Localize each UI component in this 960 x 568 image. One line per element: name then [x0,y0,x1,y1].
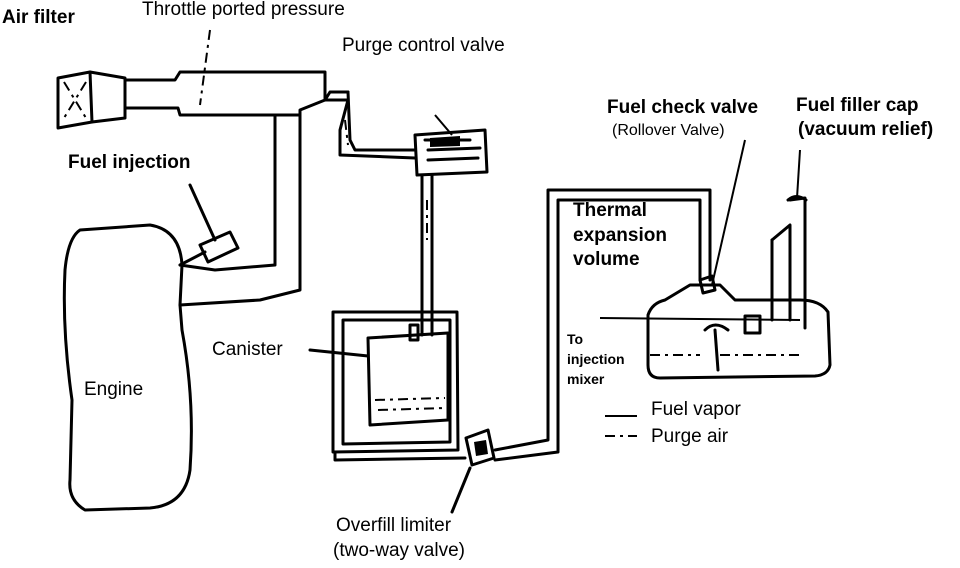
label-thermal-expansion-1: Thermal [573,200,647,221]
purge-to-canister-line [420,173,434,337]
label-rollover-valve: (Rollover Valve) [612,122,725,139]
intake-manifold [178,90,350,307]
legend-fuel-vapor: Fuel vapor [651,399,741,420]
label-purge-control-valve: Purge control valve [342,35,505,56]
overfill-limiter-shape [450,428,496,514]
filler-neck-shape [770,149,808,330]
engine-shape [62,223,193,512]
label-throttle-ported-pressure: Throttle ported pressure [142,0,345,20]
label-to-injection-1: To [567,331,584,347]
label-fuel-injection: Fuel injection [68,152,191,173]
label-engine: Engine [84,379,144,400]
label-canister: Canister [212,339,283,360]
label-to-injection-3: mixer [567,371,605,387]
vapor-return-line [333,188,712,462]
label-to-injection-2: injection [567,351,625,367]
label-fuel-check-valve: Fuel check valve [607,97,759,118]
legend-purge-air: Purge air [651,426,729,447]
label-fuel-filler-cap: Fuel filler cap [796,95,919,116]
purge-lines [338,90,417,160]
canister-shape [308,310,460,454]
purge-control-valve-shape [413,114,489,177]
label-air-filter: Air filter [2,7,75,28]
label-overfill-limiter: Overfill limiter [336,515,452,536]
label-two-way-valve: (two-way valve) [333,540,465,561]
air-filter-shape [56,70,127,130]
label-thermal-expansion-2: expansion [573,225,667,246]
label-vacuum-relief: (vacuum relief) [798,119,934,140]
fuel-injector [178,183,240,267]
check-valve-leader [698,139,746,295]
intake-duct [123,29,327,117]
label-thermal-expansion-3: volume [573,249,640,270]
legend-marks [605,415,637,437]
fuel-tank-shape [599,283,832,380]
